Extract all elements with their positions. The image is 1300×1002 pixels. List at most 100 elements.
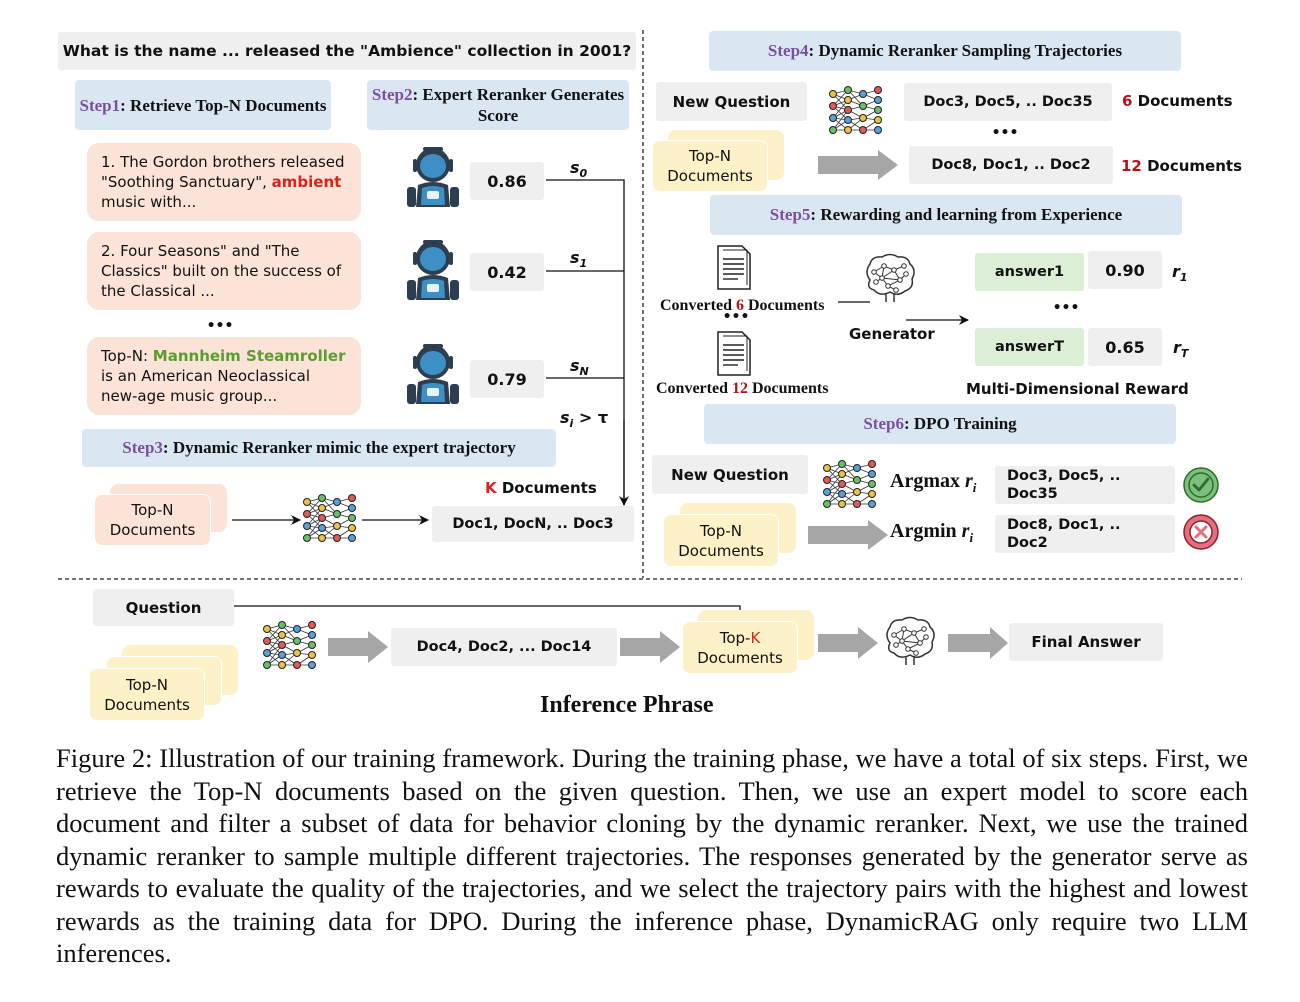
doc1-highlight: ambient xyxy=(271,173,342,191)
step6-title: Step6: DPO Training xyxy=(863,414,1016,434)
score-label-0: s0 xyxy=(570,158,588,181)
neural-net-icon xyxy=(823,460,876,508)
score-box-0: 0.86 xyxy=(470,162,544,200)
score-box-1: 0.42 xyxy=(470,253,544,291)
step4-ellipsis: ••• xyxy=(991,125,1019,141)
infer-gray-arrow-3 xyxy=(818,627,878,659)
argmax-label: Argmax ri xyxy=(890,470,977,495)
step1-num: Step1 xyxy=(79,95,121,115)
step6-gray-arrow xyxy=(808,520,888,550)
step6-new-question: New Question xyxy=(652,455,808,494)
reward-caption: Multi-Dimensional Reward xyxy=(966,380,1189,398)
answer-t-score: 0.65 xyxy=(1088,328,1162,366)
doc-card-1: 1. The Gordon brothers released "Soothin… xyxy=(87,143,361,221)
docn-text: is an American Neoclassical new-age musi… xyxy=(101,367,311,405)
step4-title: Step4: Dynamic Reranker Sampling Traject… xyxy=(768,41,1122,61)
brain-icon xyxy=(866,253,915,303)
topk-suffix: Documents xyxy=(697,648,783,667)
step3-title: Step3: Dynamic Reranker mimic the expert… xyxy=(122,438,515,458)
step2-num: Step2 xyxy=(371,85,413,104)
figure-caption: Figure 2: Illustration of our training f… xyxy=(56,743,1248,968)
step4-trajectory-1: Doc3, Doc5, .. Doc35 xyxy=(904,83,1112,121)
step6-topn-stack: Top-N Documents xyxy=(663,514,779,567)
step1-box: Step1: Retrieve Top-N Documents xyxy=(75,80,331,130)
neural-net-icon xyxy=(303,494,356,542)
step5-title: Step5: Rewarding and learning from Exper… xyxy=(770,205,1122,225)
score-box-n: 0.79 xyxy=(470,360,544,398)
step6-text: : DPO Training xyxy=(903,414,1017,433)
step3-box: Step3: Dynamic Reranker mimic the expert… xyxy=(82,429,556,467)
docn-highlight: Mannheim Steamroller xyxy=(152,347,346,365)
step6-num: Step6 xyxy=(863,414,904,433)
step5-ellipsis-right: ••• xyxy=(1052,300,1080,316)
step6-box: Step6: DPO Training xyxy=(704,404,1176,444)
question-box: What is the name ... released the "Ambie… xyxy=(58,32,636,70)
step4-topn-stack: Top-N Documents xyxy=(652,140,768,192)
step5-text: : Rewarding and learning from Experience xyxy=(810,205,1123,224)
reward-label-1: r1 xyxy=(1172,262,1188,285)
inference-reranked-docs: Doc4, Doc2, ... Doc14 xyxy=(391,628,617,666)
reward-label-t: rT xyxy=(1173,338,1189,361)
final-answer-box: Final Answer xyxy=(1009,623,1163,661)
infer-gray-arrow-4 xyxy=(948,627,1008,659)
step3-output-box: Doc1, DocN, .. Doc3 xyxy=(432,506,634,542)
infer-question-line xyxy=(234,605,741,622)
converted-label-1: Converted 6 Documents xyxy=(660,297,825,314)
doc1-text-end: music with... xyxy=(101,193,197,211)
brain-icon xyxy=(886,616,935,666)
converted-label-2: Converted 12 Documents xyxy=(656,380,829,397)
step2-box: Step2: Expert Reranker Generates Score xyxy=(367,80,629,130)
robot-icon xyxy=(407,240,459,300)
step4-trajectory-2: Doc8, Doc1, .. Doc2 xyxy=(909,146,1113,184)
doc1-text: 1. The Gordon brothers released "Soothin… xyxy=(101,153,345,191)
step3-topn-stack: Top-N Documents xyxy=(94,494,211,546)
step1-title: Step1: Retrieve Top-N Documents xyxy=(80,95,327,116)
score-connector-0 xyxy=(546,179,625,505)
step5-num: Step5 xyxy=(769,205,811,224)
step4-count-1: 6 Documents xyxy=(1122,92,1233,110)
infer-gray-arrow-1 xyxy=(328,631,388,663)
doc2-text: 2. Four Seasons" and "The Classics" buil… xyxy=(101,242,342,300)
step3-text: : Dynamic Reranker mimic the expert traj… xyxy=(162,438,516,457)
question-text: What is the name ... released the "Ambie… xyxy=(62,42,632,60)
inference-phase-title: Inference Phrase xyxy=(540,692,714,718)
score-label-n: sN xyxy=(570,356,589,379)
document-icon xyxy=(717,331,751,376)
step1-text: : Retrieve Top-N Documents xyxy=(120,95,327,115)
doc-card-n: Top-N: Mannheim Steamroller is an Americ… xyxy=(87,337,361,415)
check-icon xyxy=(1183,467,1219,503)
step4-count-2: 12 Documents xyxy=(1121,157,1243,175)
doc-card-2: 2. Four Seasons" and "The Classics" buil… xyxy=(87,232,361,310)
neural-net-icon xyxy=(263,621,316,669)
document-icon xyxy=(717,245,751,290)
threshold-label: si > τ xyxy=(560,408,609,431)
neural-net-icon xyxy=(829,86,882,134)
answer-t-box: answerT xyxy=(975,328,1084,366)
chosen-trajectory: Doc3, Doc5, .. Doc35 xyxy=(995,466,1175,504)
step4-text: : Dynamic Reranker Sampling Trajectories xyxy=(808,41,1123,60)
step4-new-question: New Question xyxy=(656,82,807,121)
topk-title: Top-K xyxy=(719,628,761,647)
inference-question: Question xyxy=(93,589,234,626)
doc-ellipsis: ••• xyxy=(206,318,234,334)
argmin-label: Argmin ri xyxy=(890,520,974,545)
answer-1-score: 0.90 xyxy=(1088,251,1162,289)
inference-topk-stack: Top-K Documents xyxy=(682,621,798,674)
generator-label: Generator xyxy=(849,325,935,343)
docn-prefix: Top-N: xyxy=(101,347,153,365)
step5-box: Step5: Rewarding and learning from Exper… xyxy=(710,195,1182,235)
score-label-1: s1 xyxy=(570,248,588,271)
inference-topn-stack: Top-N Documents xyxy=(89,668,205,721)
step4-gray-arrow xyxy=(818,150,898,180)
step3-num: Step3 xyxy=(122,438,163,457)
step4-box: Step4: Dynamic Reranker Sampling Traject… xyxy=(709,31,1181,71)
robot-icon xyxy=(407,344,459,404)
robot-icon xyxy=(407,147,459,207)
cross-icon xyxy=(1183,514,1219,550)
rejected-trajectory: Doc8, Doc1, .. Doc2 xyxy=(995,515,1175,553)
step2-text: : Expert Reranker Generates Score xyxy=(412,85,625,125)
k-documents-label: K Documents xyxy=(485,479,597,497)
step2-title: Step2: Expert Reranker Generates Score xyxy=(367,84,629,126)
step5-ellipsis-left: ••• xyxy=(722,309,750,325)
